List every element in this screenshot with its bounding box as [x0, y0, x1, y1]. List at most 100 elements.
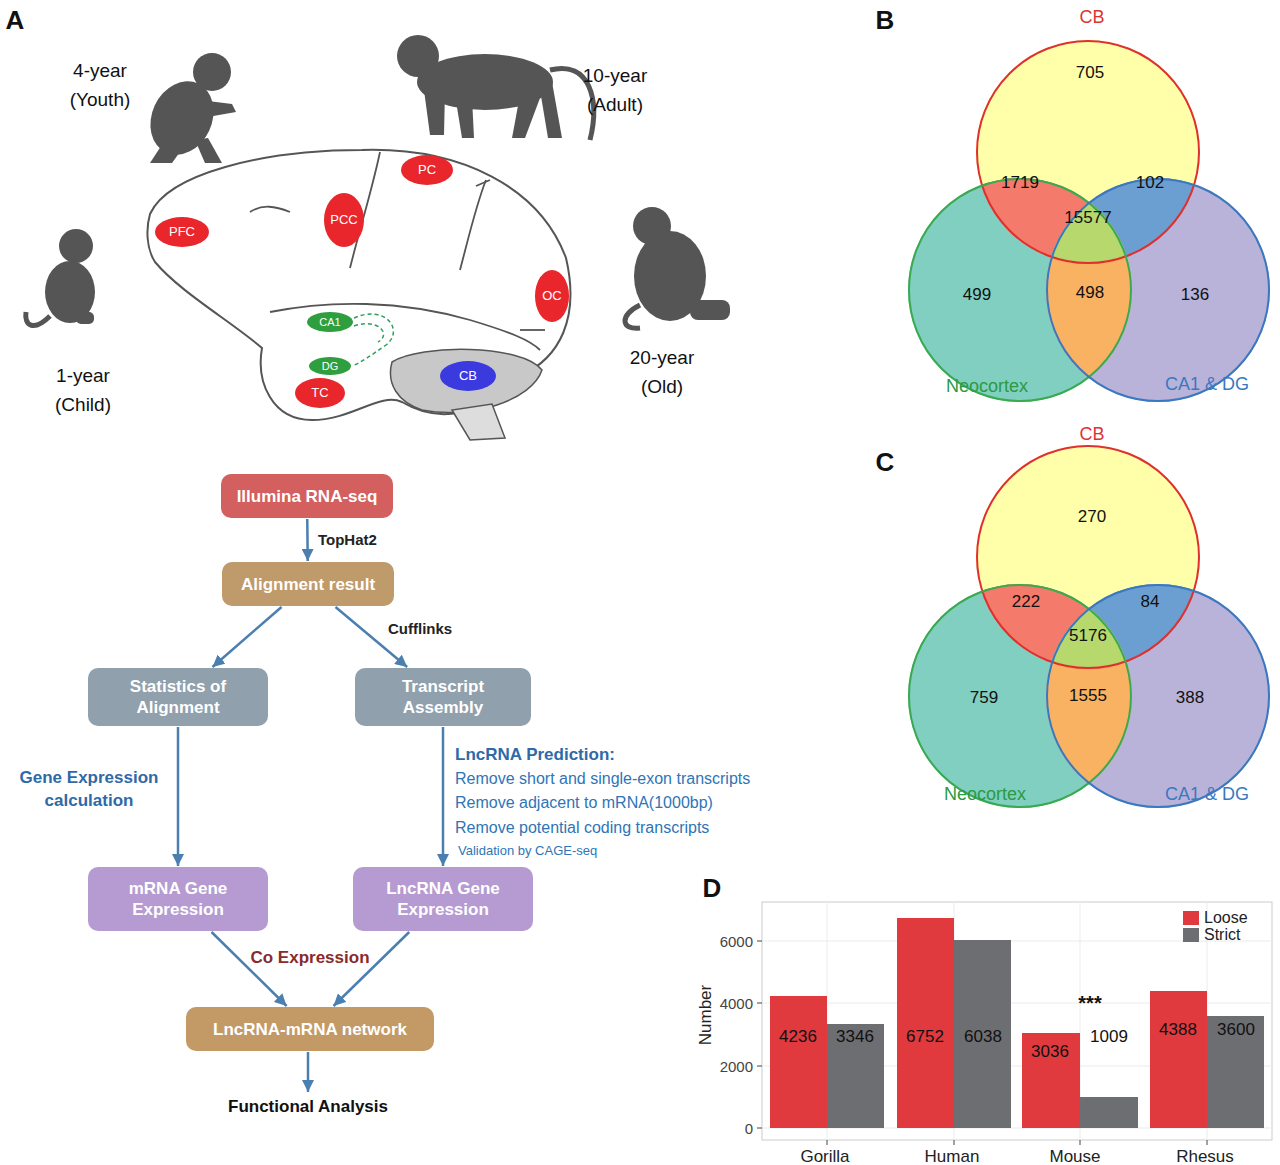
category-label: Mouse — [1049, 1147, 1100, 1165]
panel-letter: D — [703, 873, 722, 904]
brain-region: PFC — [155, 217, 209, 247]
tick — [827, 1140, 828, 1145]
box-text: Illumina RNA-seq — [237, 486, 378, 507]
overlap-count: 102 — [1136, 173, 1164, 193]
box-text: Transcript Assembly — [363, 676, 523, 718]
axis-ticks — [757, 941, 1207, 1145]
overlap-count: 498 — [1076, 283, 1104, 303]
process-box: LncRNA-mRNA network — [186, 1007, 434, 1051]
monkey-leg — [690, 300, 730, 320]
bar-value: 3036 — [1031, 1042, 1069, 1062]
monkey-leg — [455, 95, 474, 138]
axis-tick-label: 6000 — [720, 933, 753, 950]
process-box: Transcript Assembly — [355, 668, 531, 726]
bar — [1080, 1097, 1138, 1128]
monkey-leg — [422, 75, 445, 135]
flow-arrow — [307, 1052, 310, 1092]
monkey-old — [625, 207, 730, 328]
unique-count: 759 — [970, 688, 998, 708]
edge-label: TopHat2 — [318, 531, 377, 548]
tick — [757, 1128, 762, 1129]
venn-circle: CB705 — [976, 40, 1200, 264]
age-label: 10-year (Adult) — [569, 61, 661, 119]
region-label: CA1 — [319, 315, 340, 329]
bar — [770, 996, 827, 1128]
significance-mark: *** — [1078, 992, 1101, 1015]
monkey-arm — [200, 100, 236, 118]
monkey-tail — [625, 305, 640, 328]
monkey-head — [397, 35, 439, 77]
venn-fills — [908, 445, 1270, 808]
step-note: Remove adjacent to mRNA(1000bp) — [455, 794, 713, 812]
axis-tick-label: 2000 — [720, 1058, 753, 1075]
hippocampus — [354, 324, 384, 342]
box-text: LncRNA-mRNA network — [213, 1019, 407, 1040]
venn-fill — [1046, 584, 1270, 808]
brain-region: TC — [295, 378, 345, 408]
sulcus — [270, 304, 540, 350]
monkey-body — [45, 261, 95, 323]
legend-swatch — [1183, 928, 1199, 942]
flow-arrow — [335, 607, 407, 667]
box-text: mRNA Gene Expression — [96, 878, 260, 920]
monkey-head — [59, 229, 93, 263]
venn-fill — [1046, 584, 1270, 808]
monkey-tail — [26, 312, 50, 326]
bar-value: 6038 — [964, 1027, 1002, 1047]
region-label: OC — [542, 289, 562, 303]
tick — [1207, 1140, 1208, 1145]
flow-arrow — [334, 932, 410, 1006]
age-label: 4-year (Youth) — [54, 56, 146, 114]
venn-fill — [1046, 178, 1270, 402]
venn-fill — [1046, 178, 1270, 402]
sulcus — [350, 152, 380, 268]
set-name: CA1 & DG — [1165, 784, 1249, 805]
venn-fill — [1046, 178, 1270, 402]
step-note: LncRNA Prediction: — [455, 745, 615, 765]
panel-letter: C — [876, 447, 895, 478]
unique-count: 388 — [1176, 688, 1204, 708]
output-label: Functional Analysis — [228, 1097, 388, 1117]
process-box: Alignment result — [222, 562, 394, 606]
bar — [827, 1024, 884, 1128]
overlap-count: 84 — [1141, 592, 1160, 612]
brainstem — [452, 404, 505, 440]
venn-circle: CA1 & DG 388 — [1046, 584, 1270, 808]
process-box: Illumina RNA-seq — [221, 474, 393, 518]
step-note: Co Expression — [250, 948, 369, 968]
venn-fill — [1046, 584, 1270, 808]
brain-outline — [147, 150, 570, 420]
axis-title: Number — [696, 985, 716, 1045]
flow-arrow — [213, 607, 282, 667]
category-label: Human — [925, 1147, 980, 1165]
gridline — [762, 941, 1272, 942]
panel-letter: A — [6, 5, 25, 36]
step-note: Remove potential coding transcripts — [455, 819, 709, 837]
region-label: PC — [418, 163, 436, 177]
legend-swatch — [1183, 911, 1199, 925]
monkey-leg — [150, 140, 185, 163]
edge-label: Cufflinks — [388, 620, 452, 637]
tick — [1080, 1140, 1081, 1145]
monkey-child — [26, 229, 95, 326]
box-text: Alignment result — [241, 574, 375, 595]
flow-arrow — [306, 519, 309, 561]
venn-circle: CA1 & DG136 — [1046, 178, 1270, 402]
bar — [897, 918, 954, 1128]
bar-value: 4236 — [779, 1027, 817, 1047]
brain-region: PC — [401, 155, 453, 185]
bar-value: 6752 — [906, 1027, 944, 1047]
step-note: Remove short and single-exon transcripts — [455, 770, 750, 788]
venn-circle: Neocortex499 — [908, 178, 1132, 402]
edge-label: Gene Expression calculation — [14, 766, 164, 812]
box-text: Statistics of Alignment — [96, 676, 260, 718]
brain-region: CB — [440, 361, 496, 391]
panel-letter: B — [876, 5, 895, 36]
unique-count: 270 — [1078, 507, 1106, 527]
venn-fill — [1046, 178, 1270, 402]
legend-text: Strict — [1204, 926, 1240, 944]
legend-text: Loose — [1204, 909, 1248, 927]
set-name: CB — [1079, 7, 1104, 28]
flow-arrow — [177, 727, 180, 866]
